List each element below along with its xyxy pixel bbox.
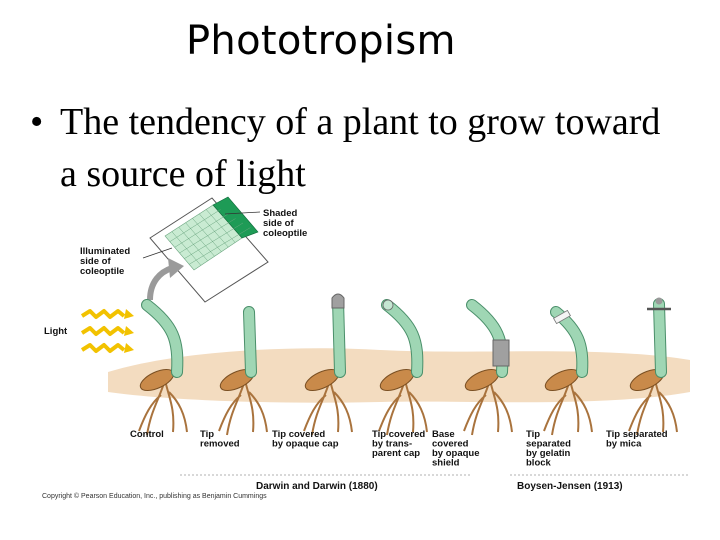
inset-cell-line [199,213,229,248]
light-ray [80,326,126,336]
inset-cell-line [174,213,229,248]
inset-cell-line [185,222,215,257]
light-ray-head [124,309,134,319]
bullet-dot: • [30,101,44,143]
root [463,379,513,436]
bullet-text: The tendency of a plant to grow toward a… [60,101,661,195]
light-ray [80,309,126,319]
inset-cell-line [179,218,236,254]
coleoptile-fill [382,300,423,377]
curved-arrow-head [168,258,184,278]
root [628,379,678,436]
leader-line [224,211,261,215]
study-label-boysen-jensen: Boysen-Jensen (1913) [517,481,623,492]
coleoptile-fill [654,299,666,377]
inset-cells-shaded [212,196,259,239]
study-label-darwin: Darwin and Darwin (1880) [256,481,378,492]
opaque-cap [331,293,345,309]
leader-line [142,247,173,259]
label-shaded-side: Shaded side of coleoptile [263,208,307,239]
root [138,379,188,436]
gelatin-block [553,309,571,325]
root [543,379,593,436]
coleoptile-inset: Shaded side of coleoptile Illuminated si… [80,196,307,303]
light-ray-head [124,343,134,353]
light-ray-head [124,326,134,336]
inset-cell-line [169,209,221,242]
curved-arrow [147,265,174,301]
slide-title: Phototropism [186,18,456,64]
coleoptile-fill [244,307,256,377]
label-illuminated-side: Illuminated side of coleoptile [80,246,133,277]
inset-cell-line [205,209,236,243]
opaque-shield [492,339,510,367]
light-ray [80,343,126,353]
coleoptile-fill [333,295,345,377]
experiment-label: Control [130,429,164,440]
experiment-none: Control [130,299,188,440]
inset-cell-line [192,218,222,252]
inset-cell-line [184,222,244,259]
light-source: Light [44,309,134,353]
coleoptile-fill [142,300,183,377]
inset-cell-line [189,227,251,265]
root [303,379,353,436]
root [218,379,268,436]
root [378,379,428,436]
transparent-cap [382,299,394,311]
light-label: Light [44,326,68,337]
copyright-notice: Copyright © Pearson Education, Inc., pub… [42,492,267,500]
mica-tip [655,297,663,305]
